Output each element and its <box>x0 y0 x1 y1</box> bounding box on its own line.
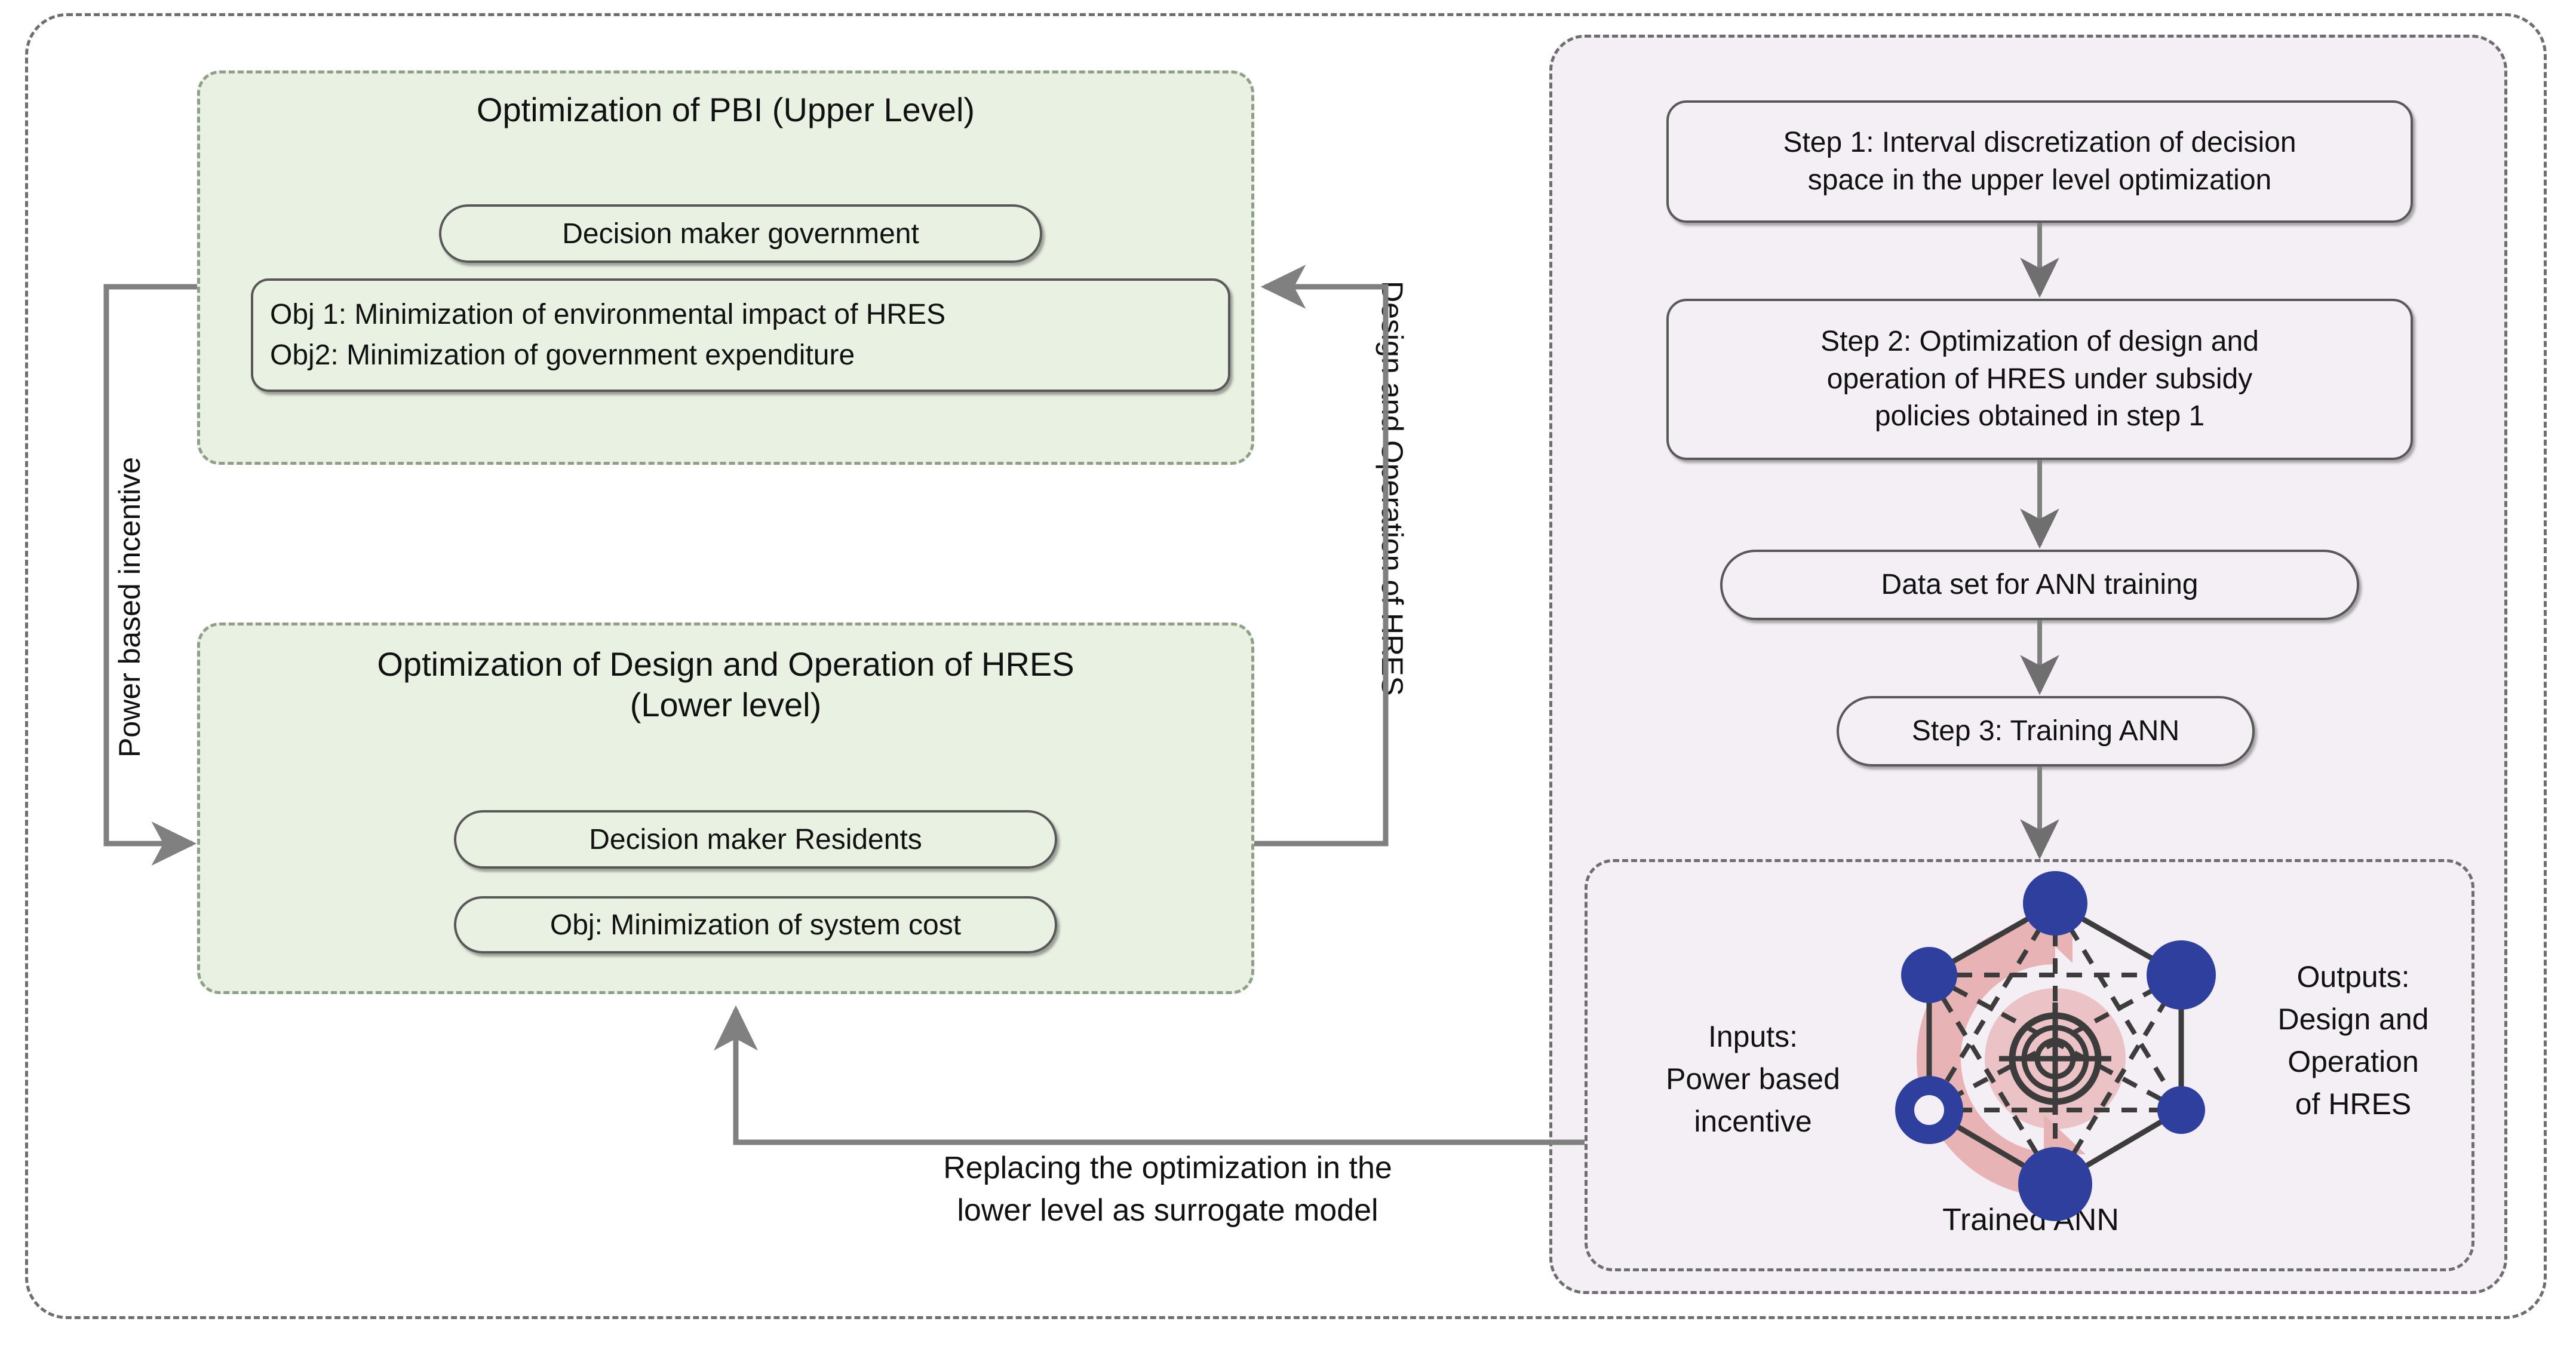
dataset-for-ann-training-box[interactable]: Data set for ANN training <box>1720 550 2359 620</box>
outer-frame <box>25 13 2547 1319</box>
trained-ann-caption: Trained ANN <box>1942 1203 2119 1237</box>
ann-outputs-label: Outputs: Design and Operation of HRES <box>2277 960 2429 1121</box>
lower-level-panel <box>197 623 1254 994</box>
objective-1-text: Obj 1: Minimization of environmental imp… <box>270 298 946 330</box>
ann-inputs-label: Inputs: Power based incentive <box>1666 1020 1840 1138</box>
surrogate-model-caption: Replacing the optimization in the lower … <box>943 1151 1392 1228</box>
lower-level-objective-pill[interactable]: Obj: Minimization of system cost <box>454 896 1057 953</box>
upper-level-panel <box>197 70 1254 465</box>
step-3-box[interactable]: Step 3: Training ANN <box>1837 696 2255 766</box>
design-operation-hres-label: Design and Operation of HRES <box>1375 281 1409 696</box>
decision-maker-government-pill[interactable]: Decision maker government <box>439 204 1042 263</box>
trained-ann-panel <box>1585 859 2474 1271</box>
lower-level-title: Optimization of Design and Operation of … <box>377 645 1074 724</box>
step-1-box[interactable]: Step 1: Interval discretization of decis… <box>1666 100 2413 223</box>
step-2-box[interactable]: Step 2: Optimization of design and opera… <box>1666 299 2413 460</box>
power-based-incentive-label: Power based incentive <box>113 456 146 758</box>
upper-level-title: Optimization of PBI (Upper Level) <box>476 91 975 128</box>
objective-2-text: Obj2: Minimization of government expendi… <box>270 339 855 371</box>
upper-level-objectives-box: Obj 1: Minimization of environmental imp… <box>251 278 1230 392</box>
decision-maker-residents-pill[interactable]: Decision maker Residents <box>454 810 1057 869</box>
